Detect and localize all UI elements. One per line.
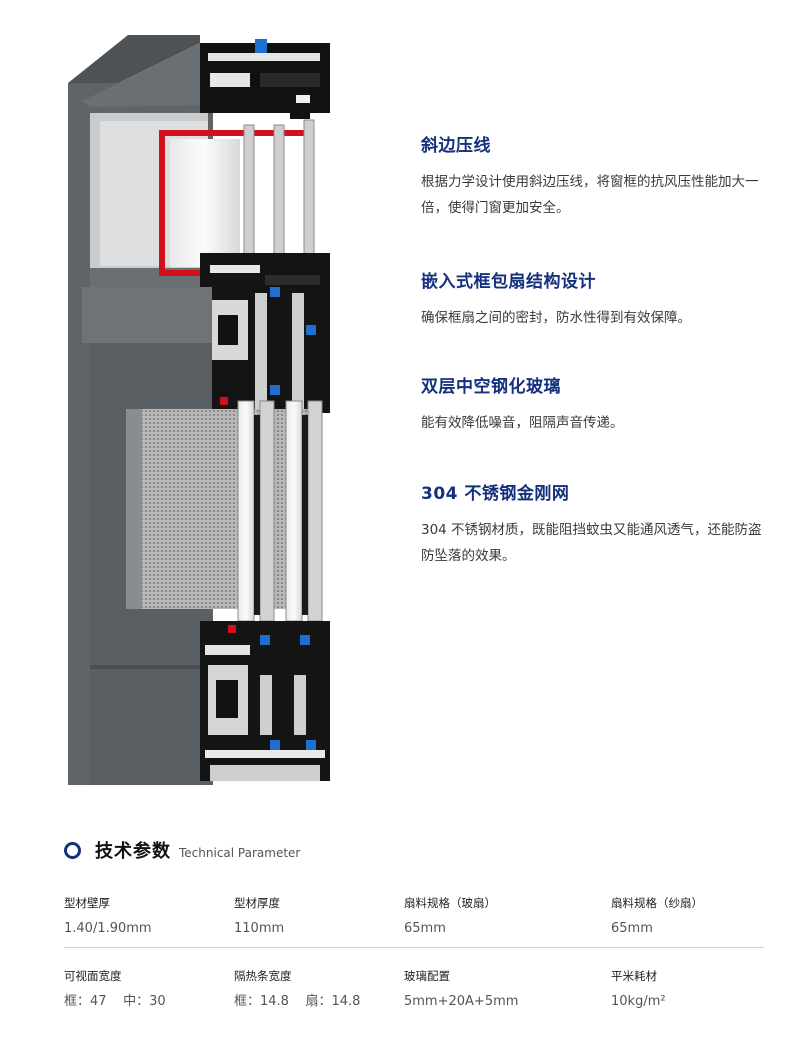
param-label: 玻璃配置 bbox=[404, 969, 450, 983]
middle-profile bbox=[200, 253, 330, 413]
param-label: 平米耗材 bbox=[611, 969, 657, 983]
param-label: 隔热条宽度 bbox=[234, 969, 292, 983]
param-value: 框：14.8 扇：14.8 bbox=[234, 994, 361, 1009]
tech-header: 技术参数 Technical Parameter bbox=[64, 838, 300, 862]
feature-desc: 304 不锈钢材质，既能阻挡蚊虫又能通风透气，还能防盗防坠落的效果。 bbox=[421, 522, 762, 564]
feature-steel-mesh: 304 不锈钢金刚网 304 不锈钢材质，既能阻挡蚊虫又能通风透气，还能防盗防坠… bbox=[421, 483, 771, 569]
param-value: 65mm bbox=[611, 921, 653, 936]
feature-title: 嵌入式框包扇结构设计 bbox=[421, 272, 596, 292]
lower-glass bbox=[237, 400, 323, 622]
param-value: 1.40/1.90mm bbox=[64, 921, 152, 936]
param-row-1: 型材壁厚 1.40/1.90mm 型材厚度 110mm 扇料规格（玻扇） 65m… bbox=[64, 895, 764, 945]
param-visible-width: 可视面宽度 框：47 中：30 bbox=[64, 968, 166, 1011]
param-glass-sash: 扇料规格（玻扇） 65mm bbox=[404, 895, 496, 938]
feature-desc: 确保框扇之间的密封，防水性得到有效保障。 bbox=[421, 310, 691, 326]
bottom-profile bbox=[200, 621, 330, 781]
upper-glass bbox=[159, 119, 315, 276]
feature-desc: 根据力学设计使用斜边压线，将窗框的抗风压性能加大一倍，使得门窗更加安全。 bbox=[421, 174, 759, 216]
param-glass-config: 玻璃配置 5mm+20A+5mm bbox=[404, 968, 518, 1011]
param-label: 扇料规格（纱扇） bbox=[611, 896, 703, 910]
tech-title: 技术参数 bbox=[95, 841, 171, 862]
feature-title: 304 不锈钢金刚网 bbox=[421, 484, 570, 504]
param-profile-thickness: 型材厚度 110mm bbox=[234, 895, 284, 938]
param-value: 65mm bbox=[404, 921, 446, 936]
param-material-per-sqm: 平米耗材 10kg/m² bbox=[611, 968, 666, 1011]
circle-icon bbox=[64, 841, 81, 859]
param-wall-thickness: 型材壁厚 1.40/1.90mm bbox=[64, 895, 152, 938]
feature-desc: 能有效降低噪音，阻隔声音传递。 bbox=[421, 415, 624, 431]
divider bbox=[64, 947, 764, 948]
param-label: 型材厚度 bbox=[234, 896, 280, 910]
feature-bevel-bead: 斜边压线 根据力学设计使用斜边压线，将窗框的抗风压性能加大一倍，使得门窗更加安全… bbox=[421, 135, 771, 221]
param-thermal-strip: 隔热条宽度 框：14.8 扇：14.8 bbox=[234, 968, 360, 1011]
feature-embedded-structure: 嵌入式框包扇结构设计 确保框扇之间的密封，防水性得到有效保障。 bbox=[421, 271, 771, 331]
param-value: 110mm bbox=[234, 921, 285, 936]
feature-title: 双层中空钢化玻璃 bbox=[421, 377, 561, 397]
param-row-2: 可视面宽度 框：47 中：30 隔热条宽度 框：14.8 扇：14.8 玻璃配置… bbox=[64, 968, 764, 1018]
param-screen-sash: 扇料规格（纱扇） 65mm bbox=[611, 895, 703, 938]
param-label: 可视面宽度 bbox=[64, 969, 122, 983]
tech-subtitle: Technical Parameter bbox=[179, 845, 301, 860]
feature-double-glass: 双层中空钢化玻璃 能有效降低噪音，阻隔声音传递。 bbox=[421, 376, 771, 436]
param-value: 10kg/m² bbox=[611, 994, 666, 1009]
param-label: 型材壁厚 bbox=[64, 896, 110, 910]
top-profile bbox=[200, 39, 330, 119]
feature-title: 斜边压线 bbox=[421, 136, 491, 156]
param-value: 框：47 中：30 bbox=[64, 994, 166, 1009]
window-section-illustration bbox=[68, 35, 330, 785]
param-label: 扇料规格（玻扇） bbox=[404, 896, 496, 910]
param-value: 5mm+20A+5mm bbox=[404, 994, 519, 1009]
